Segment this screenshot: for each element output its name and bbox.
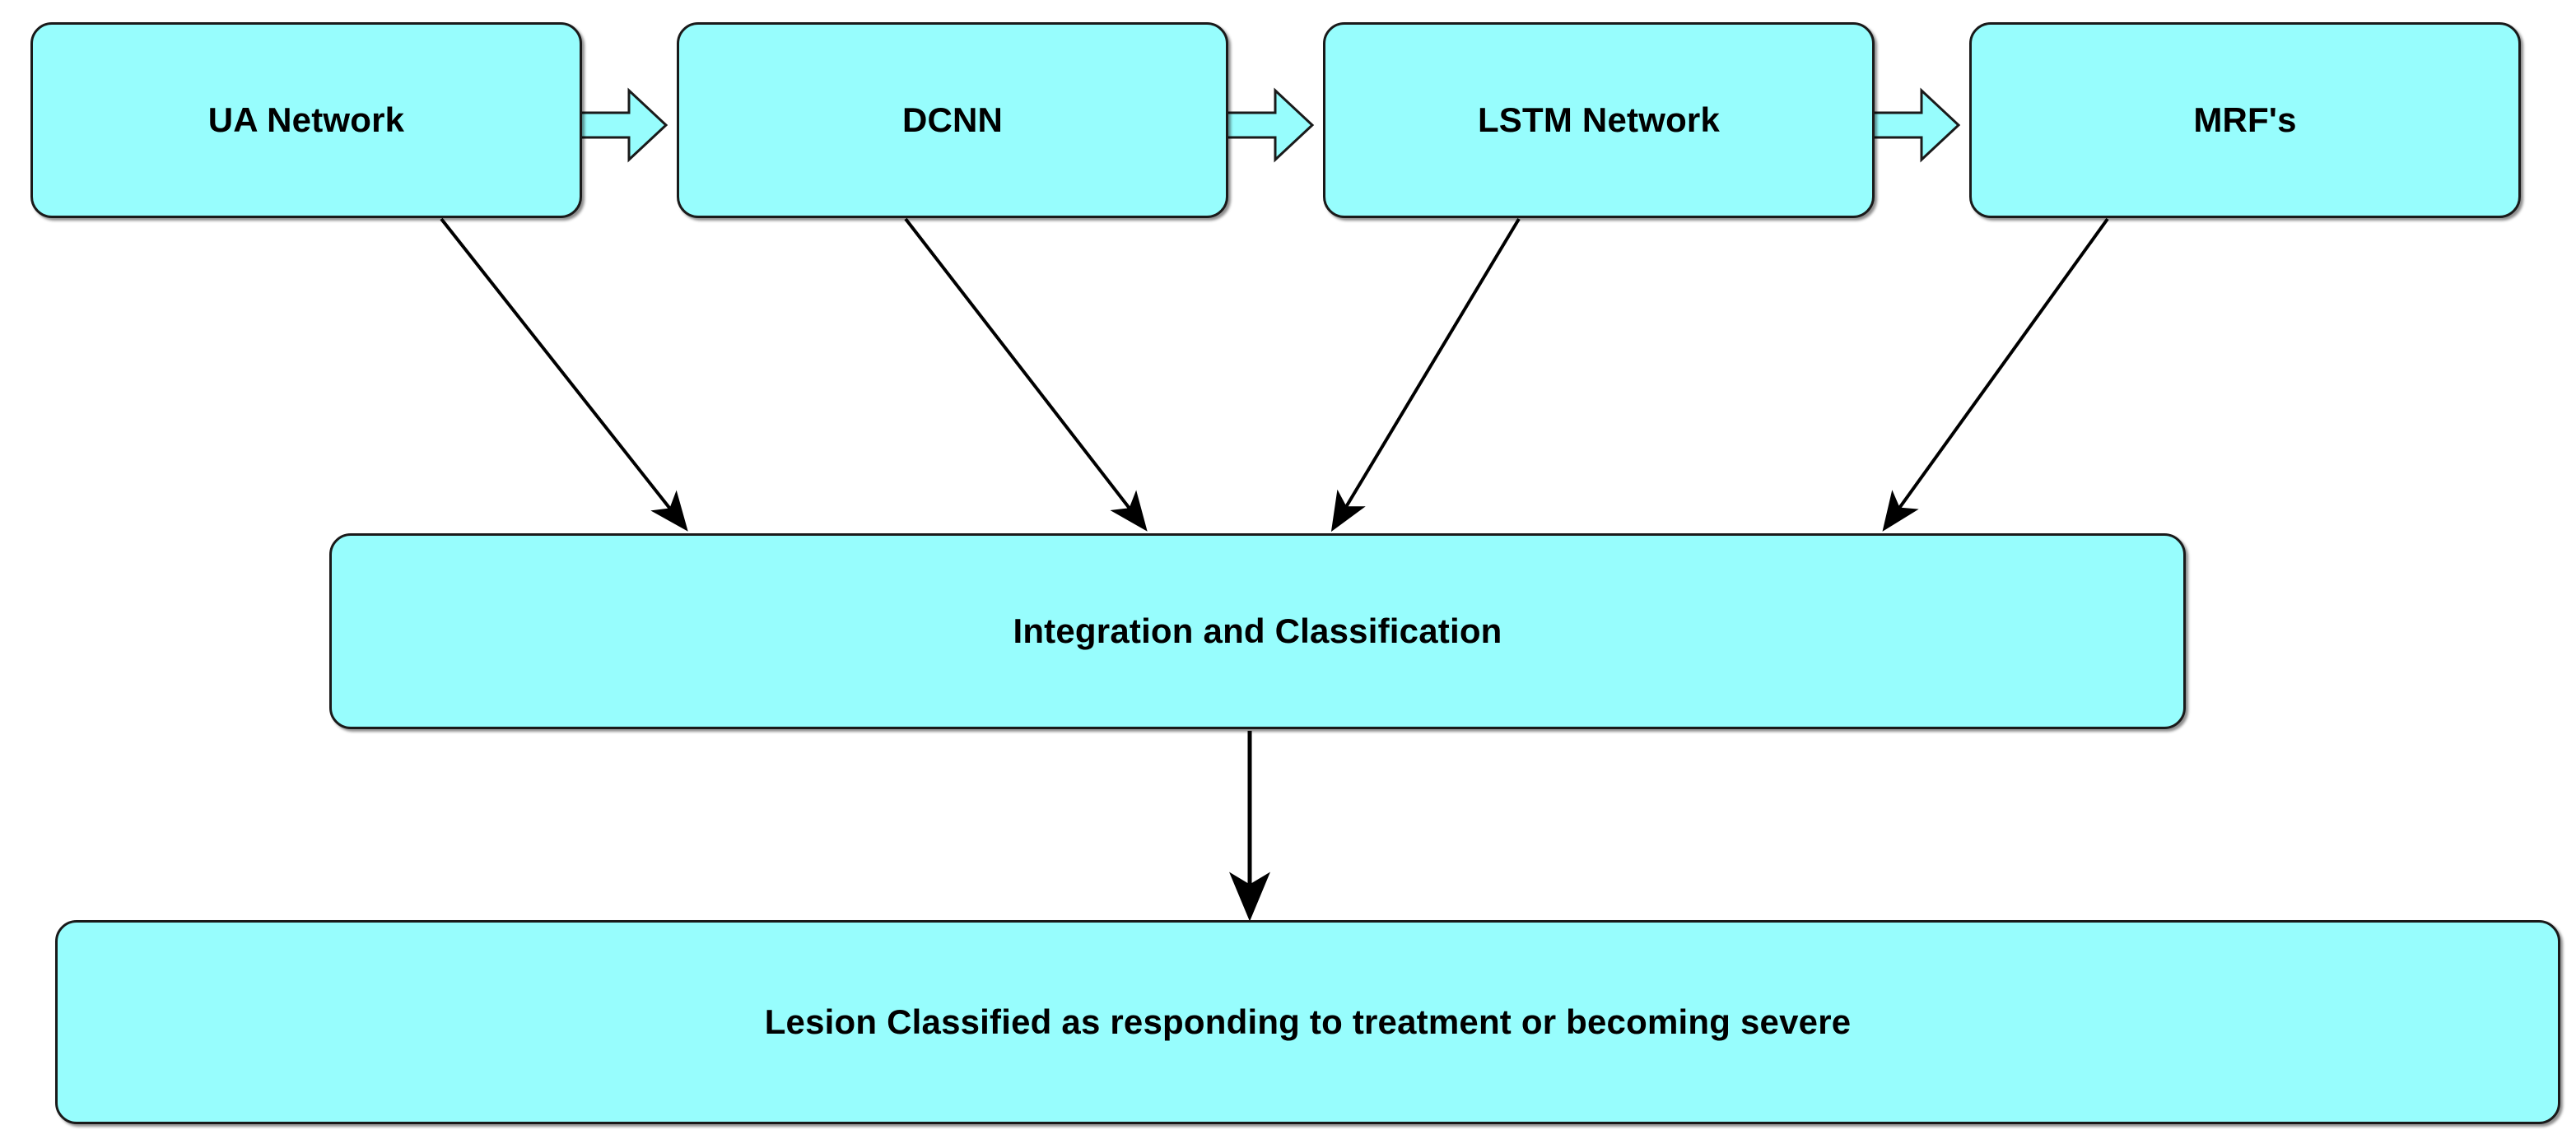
- connector-ua-to-integration: [440, 217, 688, 532]
- block-arrow-dcnn-to-lstm: [1224, 87, 1315, 163]
- block-arrow-lstm-to-mrf: [1870, 87, 1961, 163]
- node-mrfs-label: MRF's: [2193, 100, 2297, 139]
- node-dcnn-label: DCNN: [901, 100, 1004, 139]
- node-mrfs[interactable]: MRF's: [1969, 22, 2521, 218]
- node-integration-and-classification-label: Integration and Classification: [1013, 611, 1502, 650]
- connector-lstm-to-integration: [1330, 217, 1521, 532]
- block-arrow-ua-to-dcnn: [578, 87, 668, 163]
- node-lesion-classification-outcome[interactable]: Lesion Classified as responding to treat…: [55, 920, 2560, 1124]
- node-lstm-network-label: LSTM Network: [1477, 100, 1721, 139]
- node-integration-and-classification[interactable]: Integration and Classification: [329, 533, 2186, 729]
- node-ua-network-label: UA Network: [207, 100, 405, 139]
- connector-mrf-to-integration: [1882, 217, 2109, 532]
- node-ua-network[interactable]: UA Network: [30, 22, 582, 218]
- node-lesion-classification-outcome-label: Lesion Classified as responding to treat…: [764, 1002, 1852, 1041]
- connector-dcnn-to-integration: [904, 217, 1148, 532]
- node-dcnn[interactable]: DCNN: [677, 22, 1228, 218]
- node-lstm-network[interactable]: LSTM Network: [1323, 22, 1875, 218]
